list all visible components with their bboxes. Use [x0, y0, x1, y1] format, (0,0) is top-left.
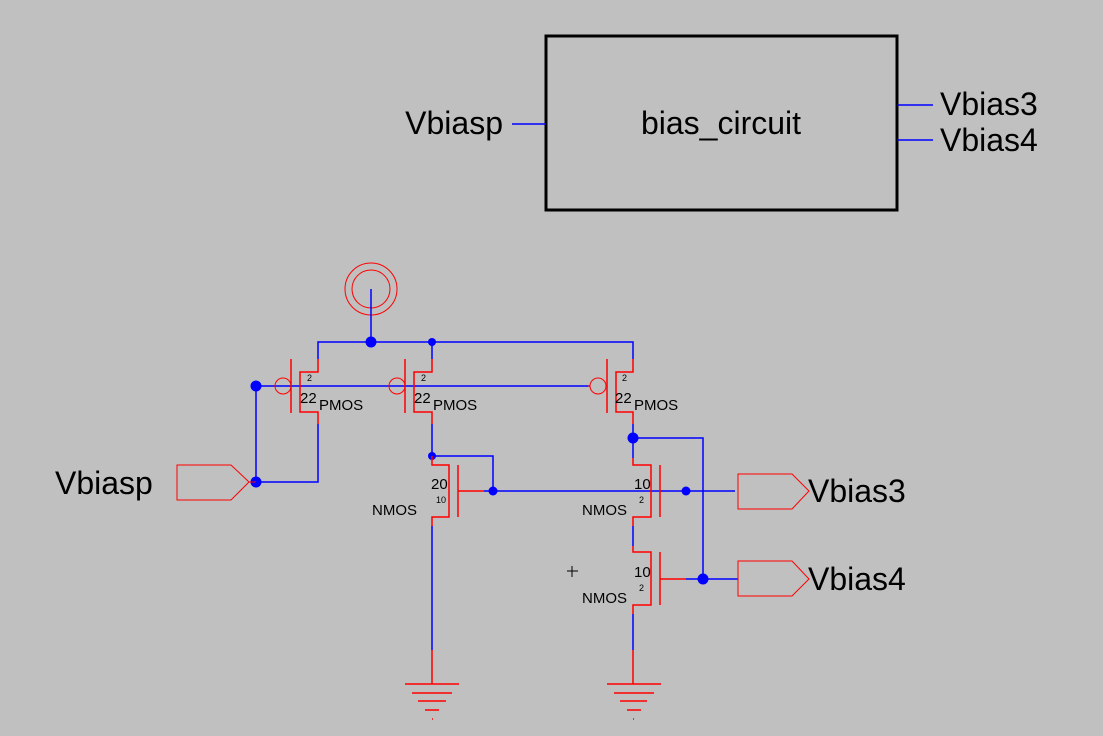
svg-text:2: 2	[639, 583, 644, 593]
nmos-transistor-3[interactable]: 10 2 NMOS	[582, 546, 686, 614]
svg-text:PMOS: PMOS	[634, 397, 678, 414]
vbiasp-net[interactable]	[255, 386, 319, 483]
svg-text:NMOS: NMOS	[582, 502, 627, 519]
block-pin-label-vbiasp: Vbiasp	[405, 105, 503, 141]
svg-text:Vbiasp: Vbiasp	[55, 465, 153, 501]
vdd-source-icon[interactable]	[344, 262, 398, 342]
svg-text:2: 2	[421, 373, 426, 383]
junction-dot	[365, 336, 377, 348]
block-name: bias_circuit	[641, 105, 801, 141]
svg-text:2: 2	[622, 373, 627, 383]
svg-text:PMOS: PMOS	[319, 397, 363, 414]
ground-icon	[405, 650, 459, 720]
svg-text:10: 10	[634, 564, 651, 581]
block-outline	[544, 34, 899, 212]
port-vbiasp[interactable]: Vbiasp	[55, 464, 256, 501]
svg-text:2: 2	[639, 495, 644, 505]
pmos-transistor-3[interactable]: 2 PMOS 22 PMOS	[588, 359, 678, 424]
svg-text:10: 10	[634, 476, 651, 493]
junction-dot	[250, 380, 262, 392]
svg-text:Vbias3: Vbias3	[808, 473, 906, 509]
svg-text:PMOS: PMOS	[433, 397, 477, 414]
junction-dot	[697, 573, 709, 585]
ground-icon	[607, 650, 661, 720]
nmos1-gate-tie[interactable]	[432, 455, 494, 491]
svg-text:NMOS: NMOS	[372, 502, 417, 519]
svg-text:10: 10	[436, 495, 446, 505]
pmos-transistor-1[interactable]: 2 22 PMOS	[274, 359, 363, 424]
block-pin-label-vbias4: Vbias4	[940, 122, 1038, 158]
svg-text:Vbias4: Vbias4	[808, 561, 906, 597]
vbias4-net[interactable]	[633, 437, 704, 579]
bias-circuit-block[interactable]: bias_circuit Vbiasp Vbias3 Vbias4	[405, 34, 1038, 212]
port-vbias4[interactable]: Vbias4	[737, 560, 906, 597]
svg-text:22: 22	[414, 390, 431, 407]
junction-dot	[488, 486, 498, 496]
vdd-rail[interactable]	[317, 341, 634, 359]
svg-text:2: 2	[307, 373, 312, 383]
nmos-transistor-2[interactable]: 10 2 NMOS	[582, 458, 661, 526]
svg-text:22: 22	[615, 390, 632, 407]
svg-text:22: 22	[300, 390, 317, 407]
nmos-transistor-1[interactable]: 20 10 NMOS	[372, 456, 484, 526]
cursor-crosshair-icon	[567, 566, 578, 577]
svg-text:NMOS: NMOS	[582, 590, 627, 607]
svg-text:20: 20	[431, 476, 448, 493]
port-vbias3[interactable]: Vbias3	[737, 473, 906, 510]
pmos-transistor-2[interactable]: 2 22 PMOS	[388, 359, 477, 424]
junction-dot	[681, 486, 691, 496]
block-pin-label-vbias3: Vbias3	[940, 86, 1038, 122]
